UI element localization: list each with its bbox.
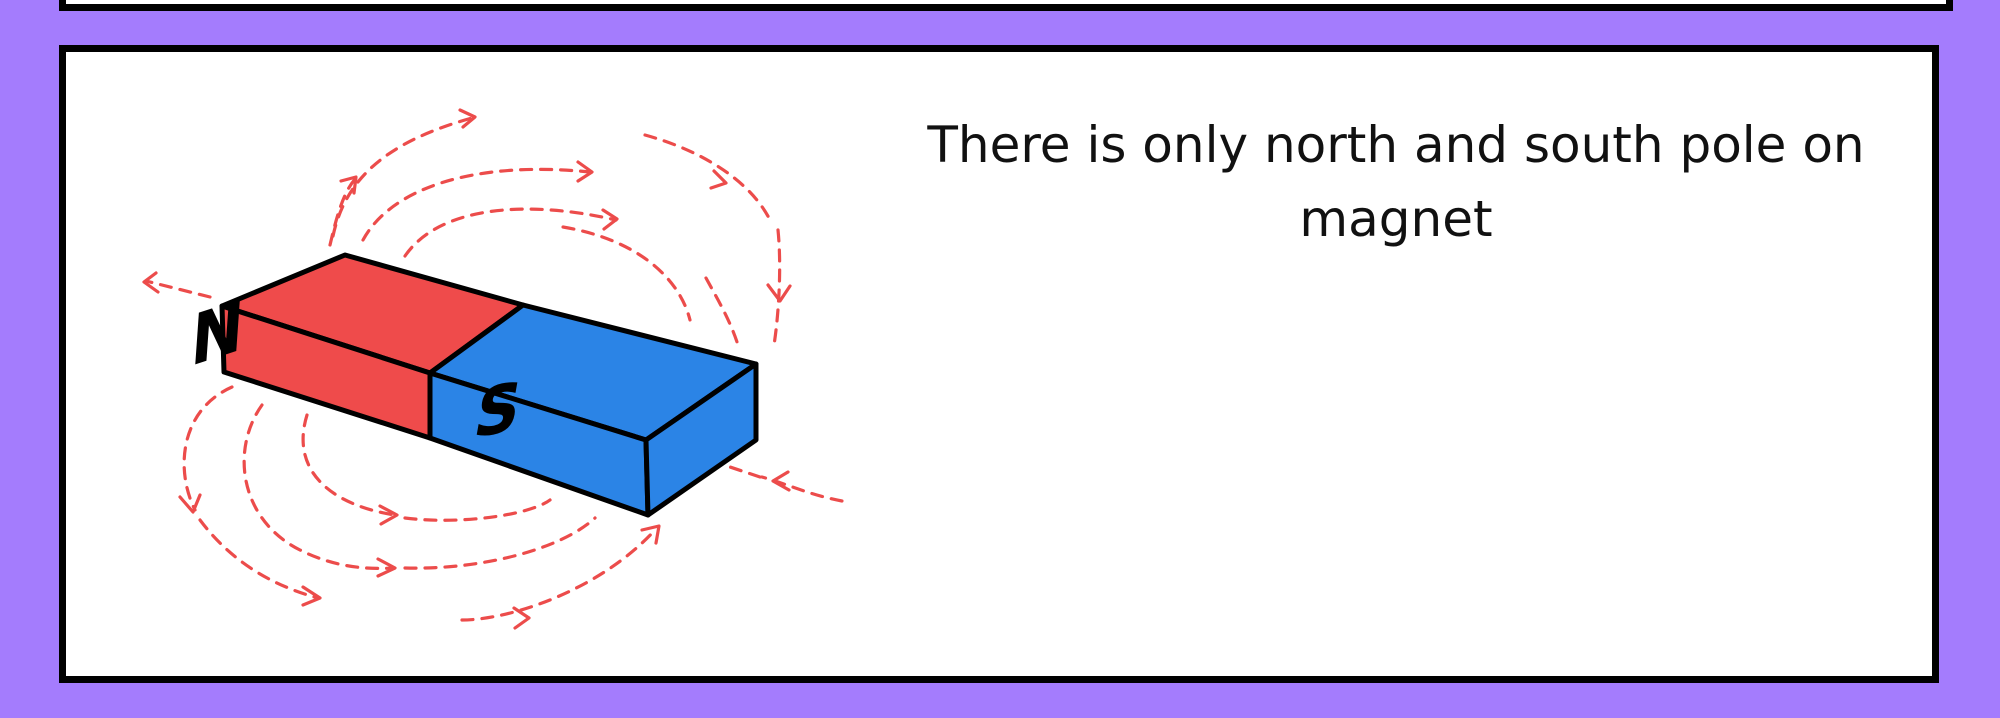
field-lines <box>142 108 844 630</box>
top-panel <box>59 0 1953 11</box>
caption-text: There is only north and south pole on ma… <box>927 116 1865 248</box>
south-end-face <box>643 361 759 518</box>
north-pole-label: N <box>188 284 246 384</box>
magnet-south-pole <box>427 302 759 518</box>
